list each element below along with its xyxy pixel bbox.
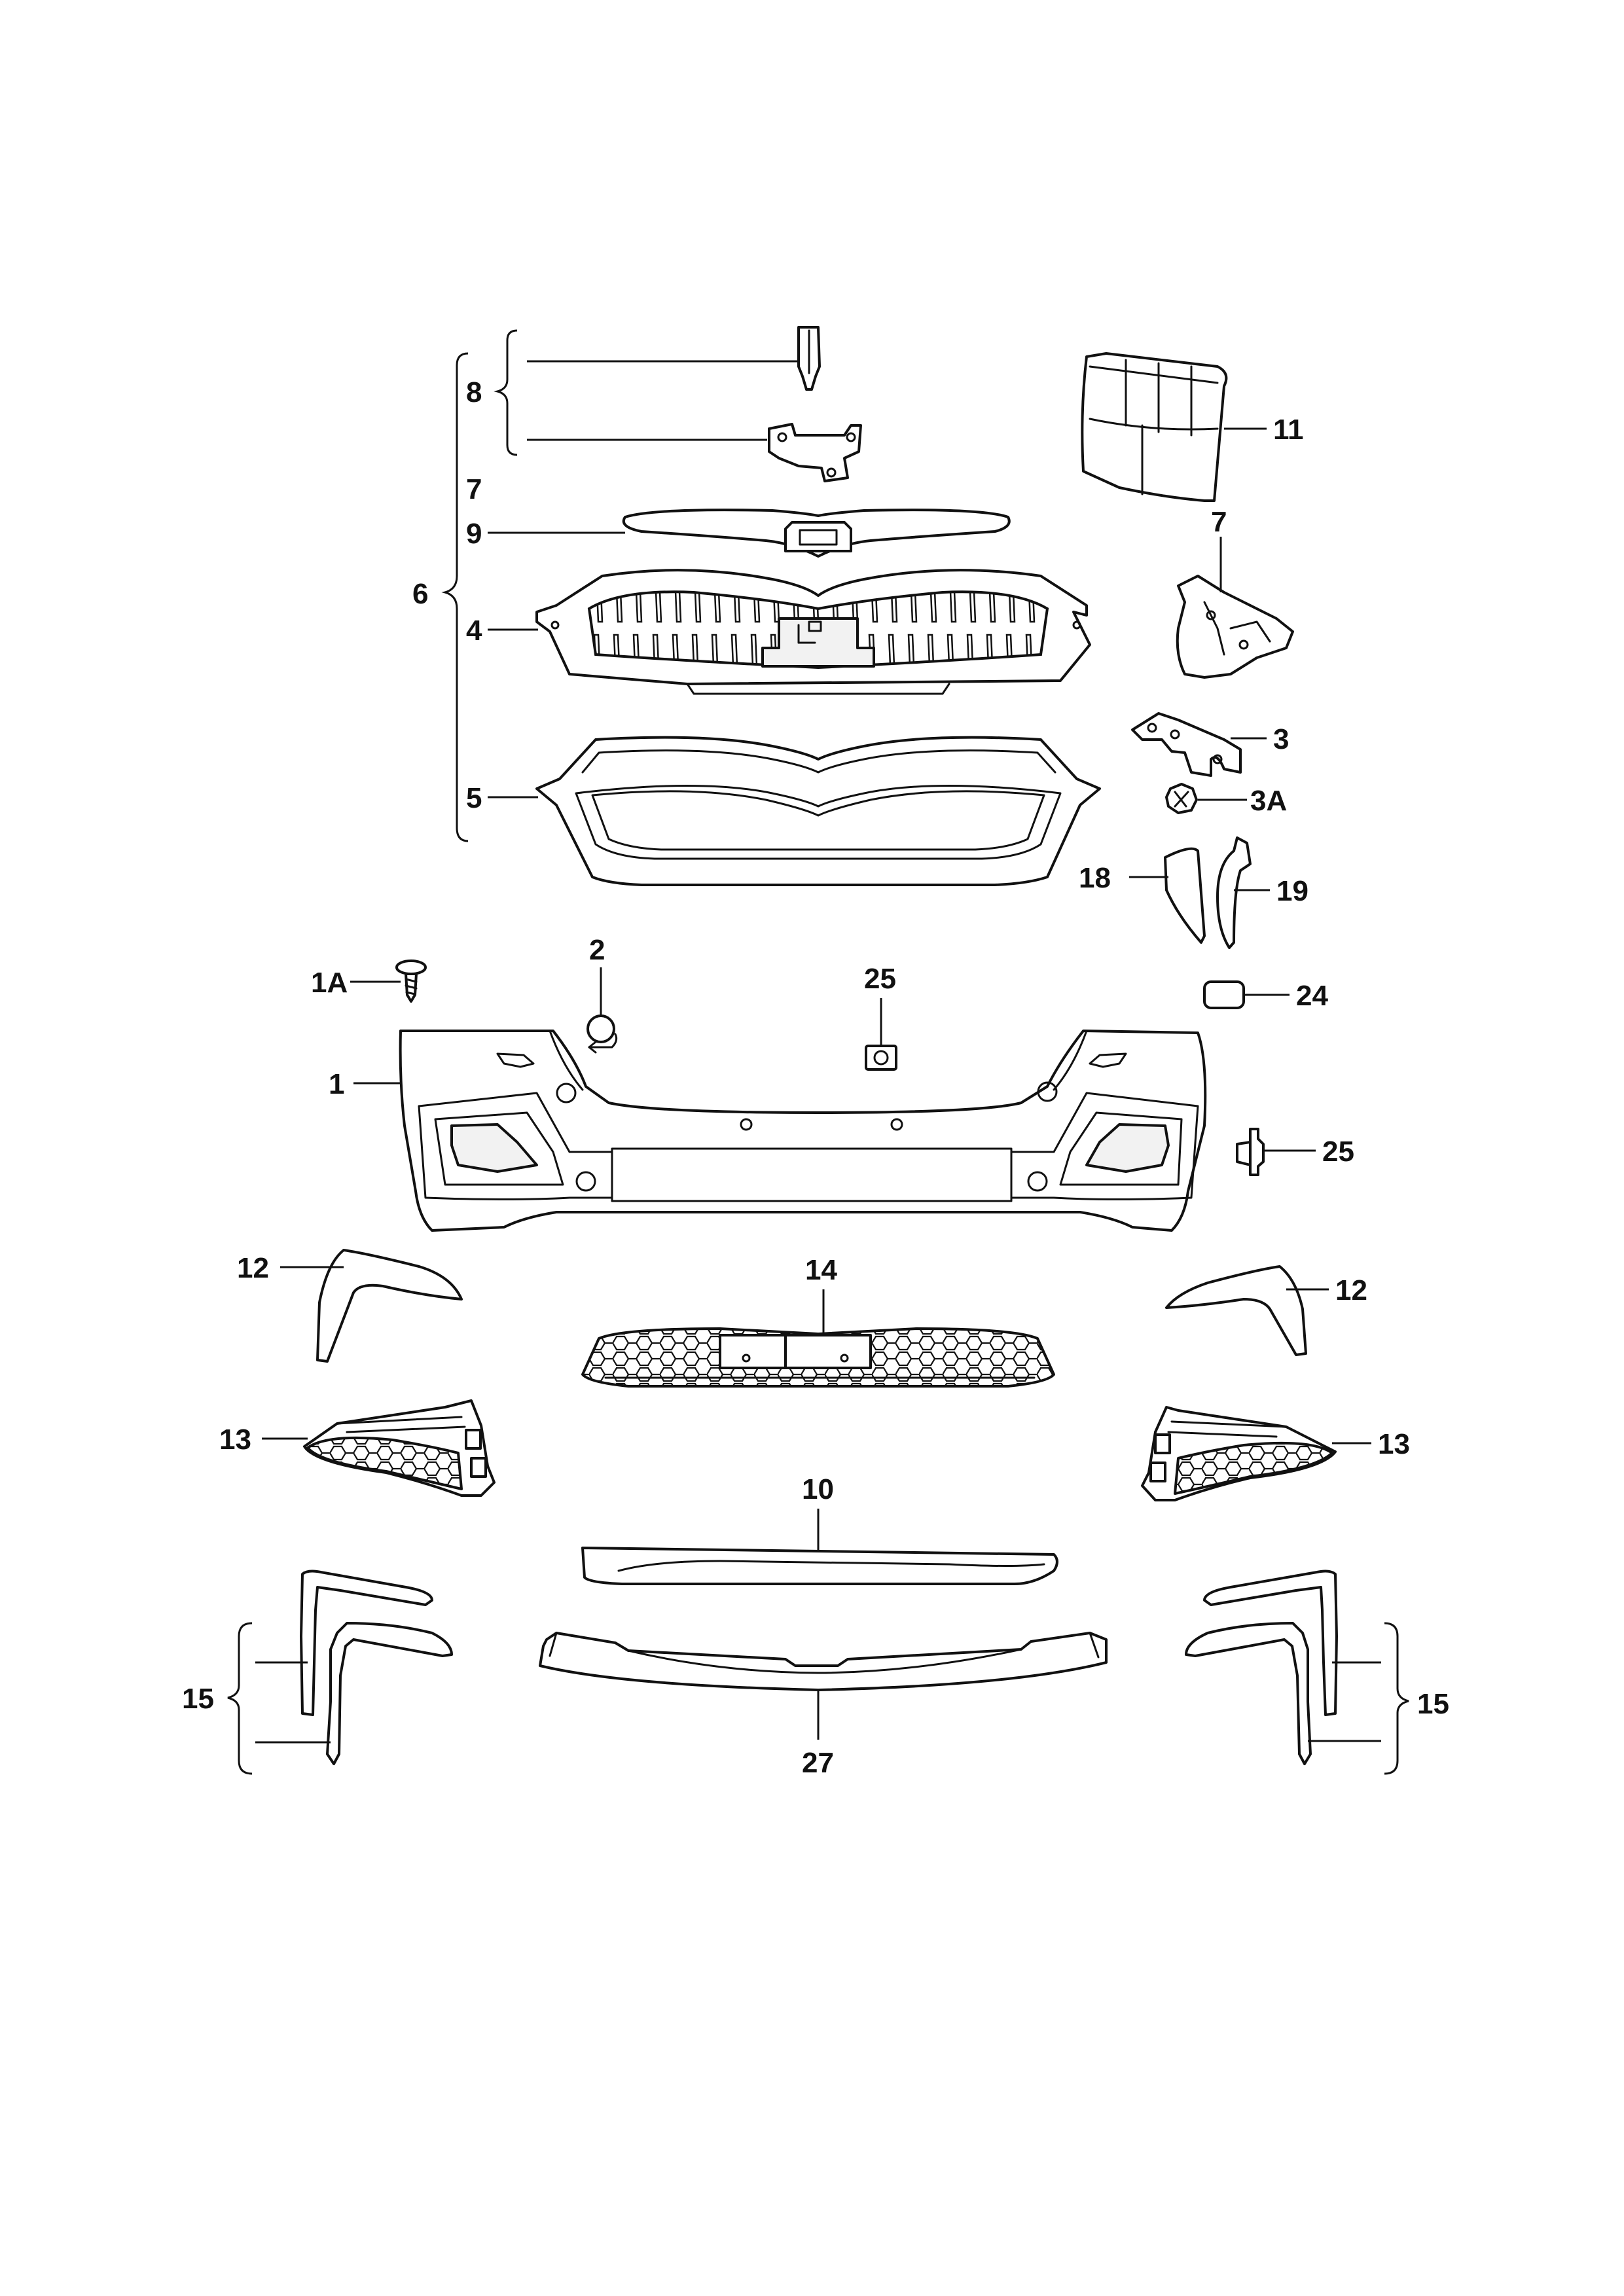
part-18-trim-strip	[1164, 847, 1206, 944]
part-7-mounting-bracket	[1176, 575, 1294, 679]
part-1A-screw	[395, 960, 427, 1003]
part-8-pin	[797, 326, 821, 391]
part-25-clip-side	[1236, 1128, 1265, 1176]
callout-7-left: 7	[466, 473, 482, 505]
part-27-front-spoiler	[539, 1632, 1108, 1691]
callout-27: 27	[802, 1747, 834, 1779]
part-14-lower-grille	[581, 1327, 1055, 1388]
callout-7-right: 7	[1211, 506, 1227, 538]
callout-25-top: 25	[864, 963, 896, 995]
callout-1A: 1A	[311, 967, 348, 999]
part-13-right-insert	[1141, 1406, 1337, 1501]
callout-12-right: 12	[1335, 1274, 1367, 1306]
part-9-grille-trim	[622, 509, 1011, 558]
part-15-right-trim-lower	[1185, 1622, 1312, 1765]
callout-11: 11	[1273, 414, 1304, 446]
callout-15-left: 15	[182, 1683, 214, 1715]
callout-6: 6	[412, 578, 428, 610]
part-24-tow-hook-cover	[1203, 980, 1245, 1009]
callout-18: 18	[1079, 862, 1111, 894]
part-11-air-duct	[1081, 352, 1228, 502]
callout-8: 8	[466, 376, 482, 408]
part-13-left-insert	[303, 1399, 496, 1497]
callout-4: 4	[466, 615, 482, 647]
callout-15-right: 15	[1417, 1688, 1449, 1720]
part-15-left-trim-upper	[300, 1570, 433, 1716]
part-3A-clip-nut	[1165, 783, 1198, 814]
part-10-trim-strip	[581, 1547, 1058, 1585]
callout-3A: 3A	[1250, 785, 1287, 817]
part-12-right-trim	[1165, 1265, 1307, 1356]
callout-14: 14	[805, 1254, 837, 1286]
callout-3: 3	[1273, 723, 1289, 755]
callout-5: 5	[466, 782, 482, 814]
part-1-bumper-cover	[399, 1030, 1207, 1232]
callout-25-side: 25	[1322, 1136, 1354, 1168]
part-25-clip-upper	[865, 1045, 897, 1071]
part-8-bracket	[768, 423, 862, 482]
callout-13-right: 13	[1378, 1428, 1410, 1460]
part-4-radiator-grille	[535, 569, 1091, 695]
callout-10: 10	[802, 1473, 834, 1505]
part-2-parking-sensor	[586, 1014, 618, 1054]
part-5-grille-frame	[535, 736, 1101, 886]
callout-24: 24	[1296, 980, 1328, 1012]
callout-1: 1	[329, 1068, 344, 1100]
callout-13-left: 13	[219, 1424, 251, 1456]
part-19-trim-strip	[1216, 836, 1252, 949]
part-12-left-trim	[316, 1249, 463, 1363]
callout-2: 2	[589, 934, 605, 966]
part-15-left-trim-lower	[326, 1622, 453, 1765]
part-3-bracket	[1131, 712, 1242, 777]
callout-9: 9	[466, 518, 482, 550]
part-15-right-trim-upper	[1203, 1570, 1338, 1716]
callout-19: 19	[1276, 875, 1308, 907]
callout-12-left: 12	[237, 1252, 269, 1284]
